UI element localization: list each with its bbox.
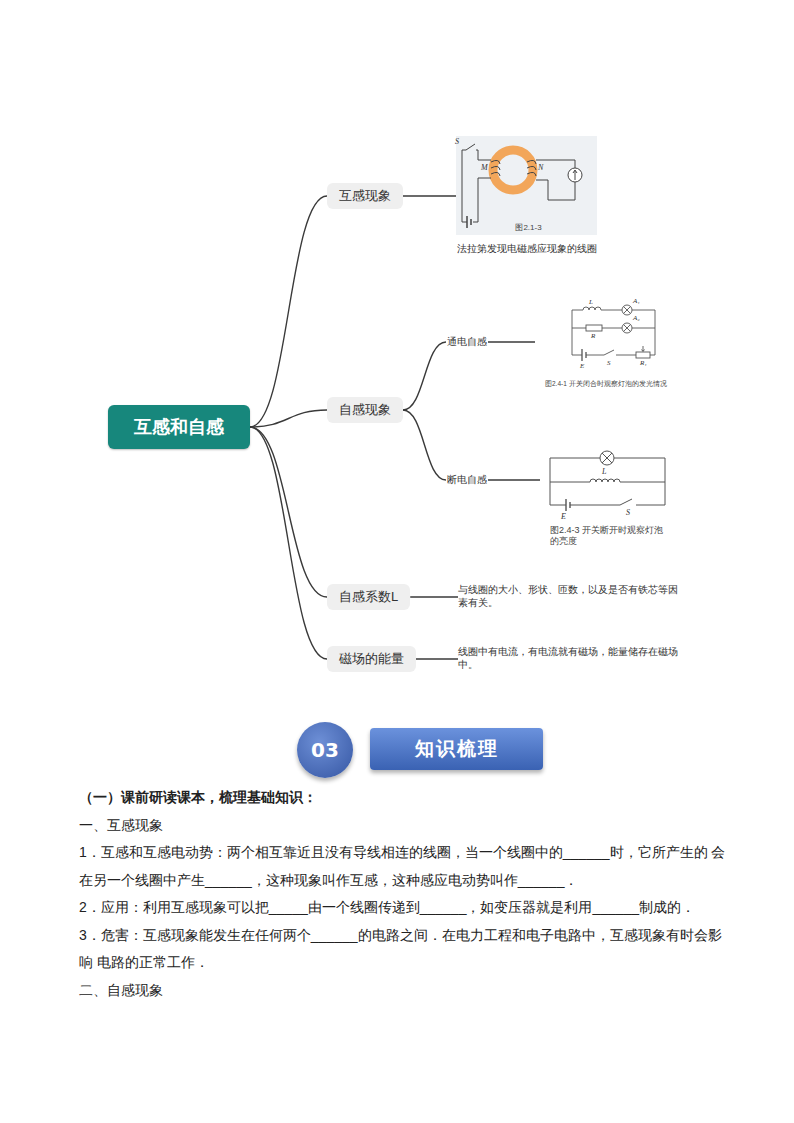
body-text: 3．危害：互感现象能发生在任何两个______的电路之间．在电力工程和电子电路中… <box>79 922 729 977</box>
circuit-label: M <box>481 164 488 172</box>
node-text: 图2.4-1 开关闭合时观察灯泡的发光情况 <box>535 380 673 390</box>
figure-title: 法拉第发现电磁感应现象的线圈 <box>457 243 597 255</box>
wire <box>536 160 575 200</box>
battery-symbol <box>566 499 570 511</box>
rheostat-slider <box>642 346 645 352</box>
rheostat-symbol <box>636 352 650 358</box>
lamp-cross <box>624 325 631 332</box>
galvanometer-needle <box>573 170 577 180</box>
galvanometer-symbol <box>568 168 582 182</box>
node-text: 互感现象 <box>339 188 391 204</box>
branch-connector <box>250 410 327 427</box>
wire <box>572 310 655 355</box>
node-text: 图2.4-3 开关断开时观察灯泡的亮度 <box>540 525 675 549</box>
switch-blade <box>620 499 632 505</box>
node-text: 与线圈的大小、形状、匝数，以及是否有铁芯等因素有关。 <box>458 583 682 609</box>
note-text: 与线圈的大小、形状、匝数，以及是否有铁芯等因素有关。 <box>458 583 682 609</box>
body-text: 一、互感现象 <box>79 812 729 840</box>
circuit-label: N <box>538 164 543 172</box>
wire <box>572 355 655 356</box>
branch-connector <box>250 427 327 597</box>
branch-topic: 自感现象 <box>327 397 403 423</box>
branch-connector <box>410 596 458 597</box>
branch-topic: 互感现象 <box>327 183 403 209</box>
sub-topic: 通电自感 <box>446 334 488 350</box>
section-banner: 知识梳理 <box>370 728 543 770</box>
switch-blade <box>604 350 614 355</box>
branch-connector <box>403 342 446 410</box>
circuit-label: S <box>607 360 611 367</box>
node-text: 图2.1-3 <box>456 223 597 235</box>
resistor-symbol <box>586 325 602 331</box>
node-text: 知识梳理 <box>415 736 499 762</box>
branch-connector <box>488 341 535 342</box>
node-text: 自感现象 <box>339 402 391 418</box>
node-text: 断电自感 <box>447 472 487 488</box>
branch-connector <box>416 658 458 659</box>
lamp-cross <box>602 453 612 463</box>
body-text: 1．互感和互感电动势：两个相互靠近且没有导线相连的线圈，当一个线圈中的_____… <box>79 839 729 894</box>
switch-blade <box>466 144 475 150</box>
circuit-label: A₂ <box>633 315 640 322</box>
switch-off-circuit <box>550 451 665 511</box>
circuit-label: S <box>626 509 630 517</box>
lamp-cross <box>624 307 631 314</box>
note-text: 线圈中有电流，有电流就有磁场，能量储存在磁场中。 <box>458 645 682 671</box>
body-text: 二、自感现象 <box>79 977 729 1005</box>
node-text: 互感和自感 <box>134 415 224 439</box>
circuit-label: R₁ <box>640 360 647 367</box>
root-topic: 互感和自感 <box>108 405 250 449</box>
branch-connector <box>250 427 327 659</box>
section-badge: 03 <box>297 722 353 778</box>
node-text: 线圈中有电流，有电流就有磁场，能量储存在磁场中。 <box>458 645 682 671</box>
circuit-label: L <box>602 468 606 476</box>
lamp-symbol <box>600 451 614 465</box>
switch-on-circuit <box>572 305 655 361</box>
branch-connector <box>488 479 540 480</box>
battery-symbol <box>467 216 471 228</box>
wire <box>462 150 491 222</box>
text-column: （一）课前研读课本，梳理基础知识：一、互感现象1．互感和互感电动势：两个相互靠近… <box>79 784 729 1004</box>
figure-node: 图2.1-3法拉第发现电磁感应现象的线圈 <box>456 136 597 235</box>
circuit-label: E <box>580 363 584 370</box>
coil-m <box>491 160 500 176</box>
branch-connector <box>403 410 446 480</box>
circuit-label: R <box>591 333 595 340</box>
node-text: 磁场的能量 <box>339 651 404 667</box>
circuit-label: L <box>589 299 593 306</box>
branch-connector <box>250 196 327 427</box>
node-text: 03 <box>311 738 339 762</box>
branch-connector <box>403 195 456 196</box>
inductor-symbol <box>590 479 620 482</box>
circuit-label: S <box>455 138 459 146</box>
section-heading: （一）课前研读课本，梳理基础知识： <box>79 784 729 812</box>
node-text: 通电自感 <box>447 334 487 350</box>
lamp-symbol <box>622 323 632 333</box>
circuit-label: A₁ <box>633 298 640 305</box>
battery-symbol <box>582 349 586 361</box>
circuit-label: E <box>561 513 566 521</box>
coil-n <box>527 160 536 176</box>
node-text: 自感系数L <box>339 589 398 605</box>
inductor-symbol <box>583 307 601 310</box>
figure-panel <box>456 136 597 235</box>
lamp-symbol <box>622 305 632 315</box>
iron-ring <box>493 150 533 190</box>
figure-node: 图2.4-1 开关闭合时观察灯泡的发光情况 <box>535 292 673 390</box>
branch-topic: 磁场的能量 <box>327 646 416 672</box>
branch-topic: 自感系数L <box>327 584 410 610</box>
faraday-coil-figure <box>456 136 597 235</box>
figure-node: 图2.4-3 开关断开时观察灯泡的亮度 <box>540 447 675 549</box>
body-text: 2．应用：利用互感现象可以把_____由一个线圈传递到______，如变压器就是… <box>79 894 729 922</box>
sub-topic: 断电自感 <box>446 472 488 488</box>
